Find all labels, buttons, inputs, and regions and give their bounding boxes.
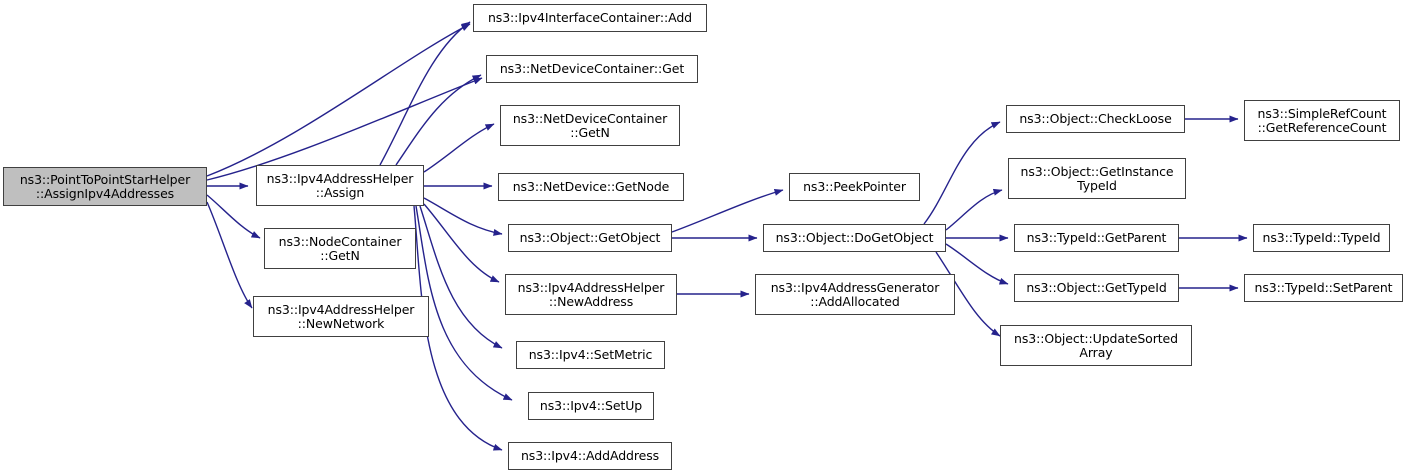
graph-node[interactable]: ns3::Object::GetTypeId xyxy=(1014,274,1179,302)
graph-node-label: ns3::NetDevice::GetNode xyxy=(512,179,670,194)
graph-node-label: ns3::Object::GetObject xyxy=(519,230,661,245)
graph-node[interactable]: ns3::Object::GetInstance TypeId xyxy=(1008,158,1186,199)
call-edge xyxy=(395,74,482,166)
graph-node[interactable]: ns3::TypeId::SetParent xyxy=(1244,274,1403,302)
graph-node-label: ns3::Ipv4AddressHelper ::NewAddress xyxy=(517,279,665,309)
graph-node-label: ns3::Ipv4::AddAddress xyxy=(520,448,660,463)
graph-node[interactable]: ns3::NetDevice::GetNode xyxy=(498,173,684,201)
graph-node[interactable]: ns3::Ipv4AddressGenerator ::AddAllocated xyxy=(755,274,955,315)
call-edge xyxy=(935,251,1001,337)
graph-node[interactable]: ns3::TypeId::GetParent xyxy=(1014,224,1179,252)
graph-node-label: ns3::TypeId::GetParent xyxy=(1026,230,1167,245)
call-edge xyxy=(423,123,495,173)
graph-node-label: ns3::NetDeviceContainer ::GetN xyxy=(512,110,668,140)
graph-node-label: ns3::Ipv4AddressHelper ::Assign xyxy=(266,170,414,200)
call-edge xyxy=(413,205,503,451)
call-edge xyxy=(923,121,1001,225)
call-edge xyxy=(423,197,503,236)
graph-node-label: ns3::NodeContainer ::GetN xyxy=(278,233,402,263)
graph-node-label: ns3::SimpleRefCount ::GetReferenceCount xyxy=(1257,105,1387,135)
graph-node-label: ns3::PeekPointer xyxy=(803,179,906,194)
graph-node[interactable]: ns3::TypeId::TypeId xyxy=(1253,224,1390,252)
graph-node-label: ns3::Ipv4AddressHelper ::NewNetwork xyxy=(267,301,415,331)
graph-node-label: ns3::Ipv4AddressGenerator ::AddAllocated xyxy=(770,279,940,309)
call-edge xyxy=(419,205,503,349)
graph-node-label: ns3::TypeId::SetParent xyxy=(1254,280,1393,295)
graph-node-label: ns3::Object::UpdateSorted Array xyxy=(1014,330,1178,360)
call-edge xyxy=(206,201,253,309)
call-edge xyxy=(379,21,471,166)
call-edge xyxy=(206,77,483,181)
graph-node[interactable]: ns3::NodeContainer ::GetN xyxy=(264,228,416,269)
call-edge xyxy=(945,243,1009,285)
graph-node-label: ns3::Object::CheckLoose xyxy=(1019,111,1172,126)
graph-node-label: ns3::TypeId::TypeId xyxy=(1262,230,1381,245)
call-edge xyxy=(671,188,784,233)
graph-node-label: ns3::NetDeviceContainer::Get xyxy=(499,61,685,76)
graph-node-label: ns3::Ipv4::SetUp xyxy=(539,398,643,413)
graph-node[interactable]: ns3::PointToPointStarHelper ::AssignIpv4… xyxy=(3,167,207,206)
graph-node[interactable]: ns3::Ipv4::SetUp xyxy=(528,392,654,420)
graph-node[interactable]: ns3::Object::UpdateSorted Array xyxy=(1000,325,1192,366)
call-edge xyxy=(415,205,513,401)
graph-node-label: ns3::Ipv4::SetMetric xyxy=(528,347,653,362)
graph-node-label: ns3::Object::GetInstance TypeId xyxy=(1020,163,1174,193)
graph-node[interactable]: ns3::PeekPointer xyxy=(789,173,920,201)
graph-node[interactable]: ns3::Ipv4AddressHelper ::NewAddress xyxy=(505,274,677,315)
call-edge xyxy=(206,23,471,177)
graph-node[interactable]: ns3::Object::CheckLoose xyxy=(1006,105,1185,133)
graph-node-label: ns3::Object::DoGetObject xyxy=(775,230,934,245)
call-edge xyxy=(945,188,1003,231)
call-edge xyxy=(206,194,261,239)
graph-node[interactable]: ns3::Object::GetObject xyxy=(508,224,672,252)
graph-node[interactable]: ns3::Object::DoGetObject xyxy=(763,224,946,252)
call-edge xyxy=(423,203,500,283)
graph-node[interactable]: ns3::Ipv4AddressHelper ::NewNetwork xyxy=(253,296,429,337)
graph-node-label: ns3::Ipv4InterfaceContainer::Add xyxy=(487,10,693,25)
graph-node[interactable]: ns3::Ipv4InterfaceContainer::Add xyxy=(473,4,707,32)
graph-node[interactable]: ns3::Ipv4::AddAddress xyxy=(508,442,672,470)
graph-node[interactable]: ns3::NetDeviceContainer ::GetN xyxy=(500,105,680,146)
graph-node-label: ns3::PointToPointStarHelper ::AssignIpv4… xyxy=(19,171,191,201)
graph-node[interactable]: ns3::Ipv4AddressHelper ::Assign xyxy=(256,165,424,206)
graph-node[interactable]: ns3::SimpleRefCount ::GetReferenceCount xyxy=(1244,100,1400,141)
graph-node-label: ns3::Object::GetTypeId xyxy=(1026,280,1167,295)
graph-node[interactable]: ns3::NetDeviceContainer::Get xyxy=(486,55,698,83)
graph-node[interactable]: ns3::Ipv4::SetMetric xyxy=(516,341,665,369)
